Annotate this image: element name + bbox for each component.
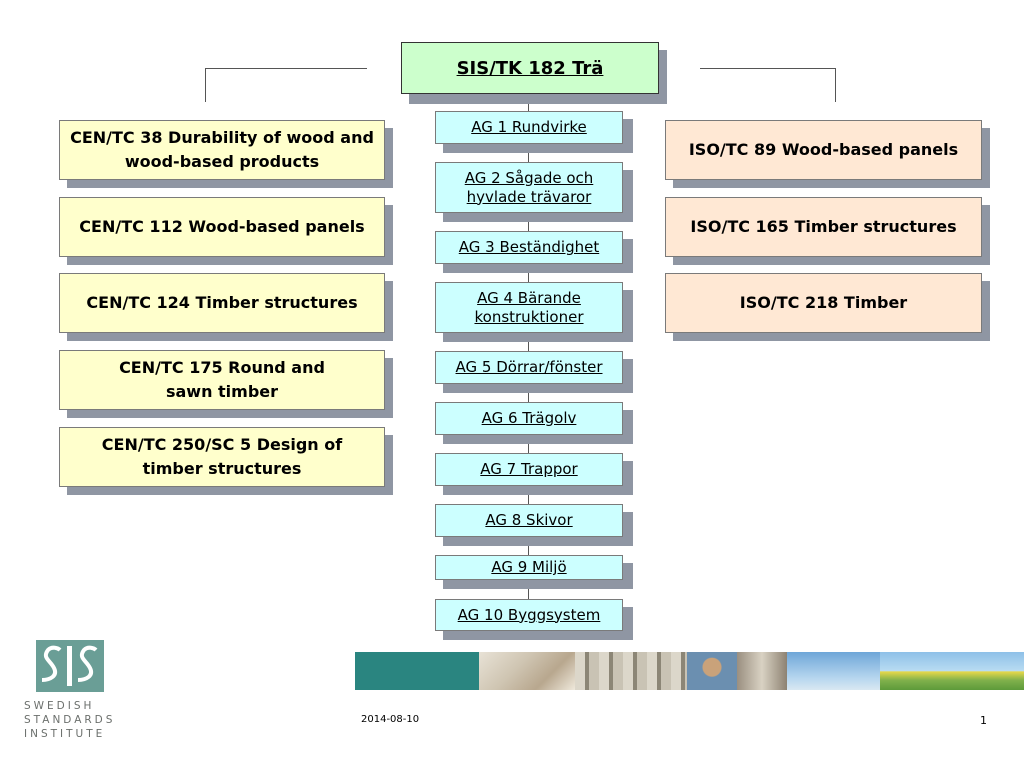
ag-box-3[interactable]: AG 3 Beständighet	[435, 231, 623, 264]
ag-box-8[interactable]: AG 8 Skivor	[435, 504, 623, 537]
cen-box-tc38[interactable]: CEN/TC 38 Durability of wood and wood-ba…	[59, 120, 385, 180]
cen-box-tc175[interactable]: CEN/TC 175 Round and sawn timber	[59, 350, 385, 410]
root-connector-right-vertical	[835, 68, 836, 102]
photo-blueprint	[479, 652, 575, 690]
photo-field	[880, 652, 1024, 690]
ag-box-6[interactable]: AG 6 Trägolv	[435, 402, 623, 435]
slide-date: 2014-08-10	[361, 714, 420, 725]
cen-box-tc250[interactable]: CEN/TC 250/SC 5 Design of timber structu…	[59, 427, 385, 487]
logo-line-3: INSTITUTE	[24, 728, 106, 740]
ag-box-5[interactable]: AG 5 Dörrar/fönster	[435, 351, 623, 384]
photo-columns	[575, 652, 687, 690]
ag-box-4[interactable]: AG 4 Bärande konstruktioner	[435, 282, 623, 333]
teal-band	[355, 652, 479, 690]
ag-box-9[interactable]: AG 9 Miljö	[435, 555, 623, 580]
photo-sky	[787, 652, 880, 690]
iso-box-tc218[interactable]: ISO/TC 218 Timber	[665, 273, 982, 333]
root-box[interactable]: SIS/TK 182 Trä	[401, 42, 659, 94]
root-connector-left-vertical	[205, 68, 206, 102]
ag-box-7[interactable]: AG 7 Trappor	[435, 453, 623, 486]
ag-box-1[interactable]: AG 1 Rundvirke	[435, 111, 623, 144]
iso-box-tc89[interactable]: ISO/TC 89 Wood-based panels	[665, 120, 982, 180]
photo-stone	[737, 652, 787, 690]
root-connector-left-horizontal	[205, 68, 367, 69]
logo-line-2: STANDARDS	[24, 714, 116, 726]
sis-logo-icon	[36, 640, 104, 692]
logo-line-1: SWEDISH	[24, 700, 95, 712]
cen-box-tc112[interactable]: CEN/TC 112 Wood-based panels	[59, 197, 385, 257]
iso-box-tc165[interactable]: ISO/TC 165 Timber structures	[665, 197, 982, 257]
ag-box-2[interactable]: AG 2 Sågade och hyvlade trävaror	[435, 162, 623, 213]
root-connector-right-horizontal	[700, 68, 836, 69]
cen-box-tc124[interactable]: CEN/TC 124 Timber structures	[59, 273, 385, 333]
ag-box-10[interactable]: AG 10 Byggsystem	[435, 599, 623, 631]
photo-worker	[687, 652, 737, 690]
page-number: 1	[980, 714, 987, 727]
